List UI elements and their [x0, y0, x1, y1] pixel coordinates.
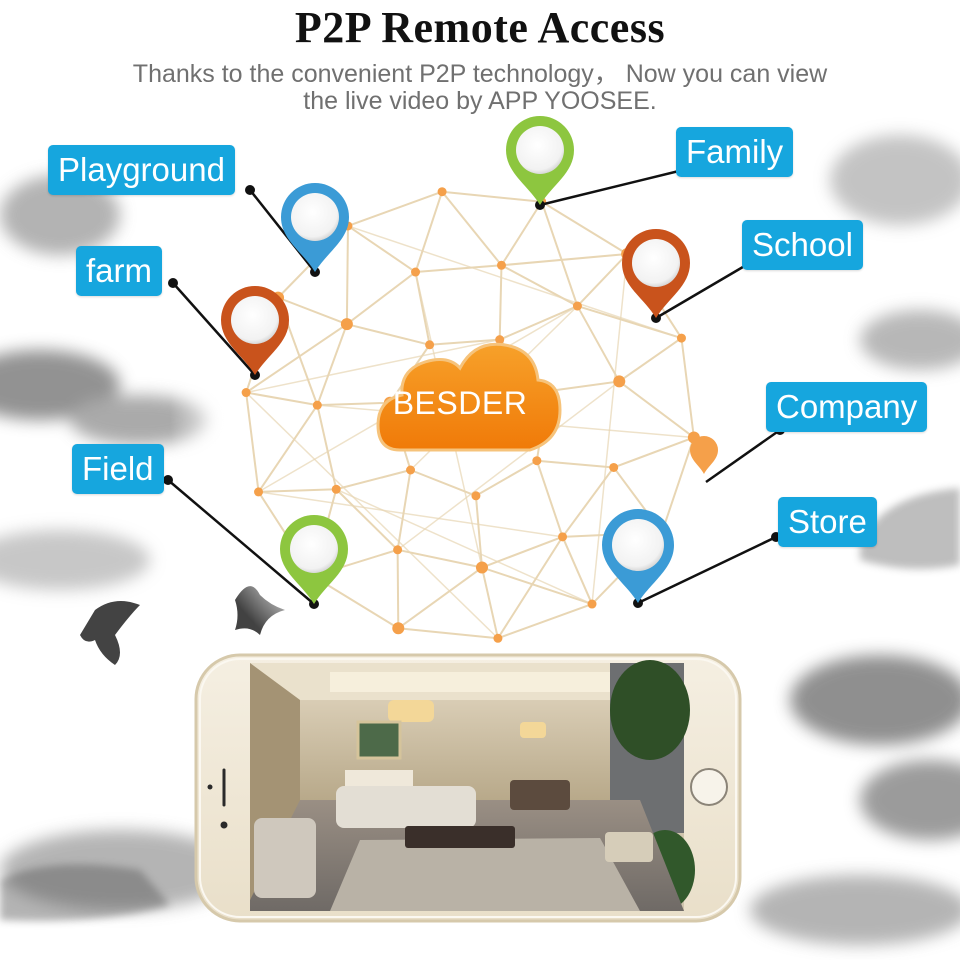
network-node: [493, 633, 503, 643]
network-node: [254, 487, 264, 497]
network-node: [393, 545, 403, 555]
network-node: [475, 561, 488, 574]
network-node: [495, 335, 505, 345]
network-node: [587, 599, 597, 609]
network-node: [241, 388, 251, 398]
live-video-screen: [250, 660, 695, 911]
network-node: [340, 318, 353, 331]
location-tag-store: Store: [778, 497, 877, 547]
network-node: [558, 532, 568, 542]
map-pin-icon: [221, 286, 289, 375]
map-pin-icon: [622, 229, 690, 318]
network-node: [437, 187, 447, 197]
map-pin-icon: [506, 116, 574, 205]
network-node: [572, 301, 582, 311]
map-pin-icon: [280, 515, 348, 604]
network-node: [609, 462, 619, 472]
location-tag-family: Family: [676, 127, 794, 177]
subtitle-line-2: the live video by APP YOOSEE.: [303, 87, 657, 115]
location-tag-farm: farm: [76, 246, 162, 296]
map-pin-icon: [690, 436, 718, 474]
map-pin-icon: [602, 509, 674, 603]
network-node: [471, 491, 481, 501]
network-node: [392, 622, 405, 635]
location-tag-school: School: [742, 220, 863, 270]
location-tag-company: Company: [766, 382, 928, 432]
network-node: [425, 340, 435, 350]
home-button-icon: [690, 768, 728, 806]
network-node: [406, 465, 416, 475]
page-title: P2P Remote Access: [294, 3, 666, 52]
map-pin-icon: [281, 183, 349, 272]
network-node: [676, 333, 686, 343]
network-node: [411, 267, 421, 277]
network-node: [331, 484, 341, 494]
location-tag-field: Field: [72, 444, 164, 494]
subtitle-line-1: Thanks to the convenient P2P technology，…: [132, 60, 828, 88]
network-node: [613, 375, 626, 388]
network-node: [312, 400, 322, 410]
connector-lines: [167, 168, 781, 605]
network-node: [532, 456, 542, 466]
network-node: [496, 260, 506, 270]
cloud-brand-label: BESDER: [392, 385, 528, 421]
location-tag-playground: Playground: [48, 145, 235, 195]
